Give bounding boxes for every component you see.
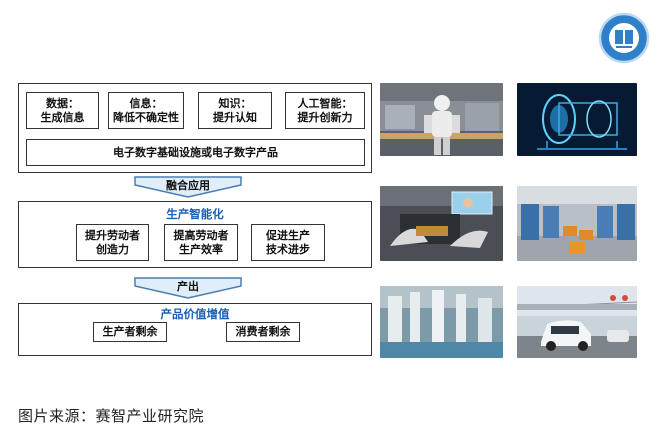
creativity-box-line2: 创造力 (96, 242, 129, 256)
efficiency-box-line1: 提高劳动者 (173, 228, 229, 242)
information-box-line1: 信息： (129, 96, 163, 110)
consumer-surplus-box: 消费者剩余 (226, 322, 300, 342)
turbine-engine-digital-twin-photo (517, 83, 637, 156)
down-arrow-1 (134, 176, 242, 198)
digital-infrastructure-label: 电子数字基础设施或电子数字产品 (113, 145, 278, 159)
warehouse-agv-robots-photo (517, 186, 637, 261)
tech-progress-box-line1: 促进生产 (266, 228, 310, 242)
ai-box-line2: 提升创新力 (297, 110, 353, 124)
value-added-title: 产品价值增值 (160, 307, 230, 321)
data-box-line2: 生成信息 (40, 110, 85, 124)
knowledge-box-line2: 提升认知 (213, 110, 257, 124)
producer-surplus-label: 生产者剩余 (102, 325, 158, 338)
autonomous-vehicle-photo (517, 286, 637, 358)
image-source-caption: 图片来源：赛智产业研究院 (18, 407, 205, 425)
creativity-box-line1: 提升劳动者 (85, 228, 140, 242)
knowledge-box: 知识： 提升认知 (198, 92, 272, 129)
arrow1-label: 融合应用 (166, 179, 210, 192)
digital-infrastructure-box: 电子数字基础设施或电子数字产品 (26, 139, 365, 166)
efficiency-box: 提高劳动者 生产效率 (164, 224, 238, 261)
information-box-line2: 降低不确定性 (113, 110, 179, 124)
down-arrow-2 (134, 277, 242, 299)
data-box: 数据： 生成信息 (26, 92, 99, 129)
information-box: 信息： 降低不确定性 (108, 92, 184, 129)
ai-box-line1: 人工智能： (297, 96, 353, 110)
humanoid-robot-factory-photo (380, 83, 503, 156)
tech-progress-box: 促进生产 技术进步 (251, 224, 325, 261)
institute-logo-icon (598, 12, 650, 64)
production-intelligence-title: 生产智能化 (166, 207, 224, 221)
worker-hands-ar-photo (380, 186, 503, 261)
consumer-surplus-label: 消费者剩余 (235, 325, 291, 338)
knowledge-box-line1: 知识： (218, 96, 252, 110)
efficiency-box-line2: 生产效率 (179, 242, 223, 256)
value-added-frame (18, 303, 372, 356)
data-box-line1: 数据： (46, 96, 79, 110)
producer-surplus-box: 生产者剩余 (93, 322, 167, 342)
ai-box: 人工智能： 提升创新力 (285, 92, 365, 129)
creativity-box: 提升劳动者 创造力 (76, 224, 149, 261)
tech-progress-box-line2: 技术进步 (266, 242, 310, 256)
surgical-robot-photo (380, 286, 503, 358)
arrow2-label: 产出 (177, 280, 199, 293)
